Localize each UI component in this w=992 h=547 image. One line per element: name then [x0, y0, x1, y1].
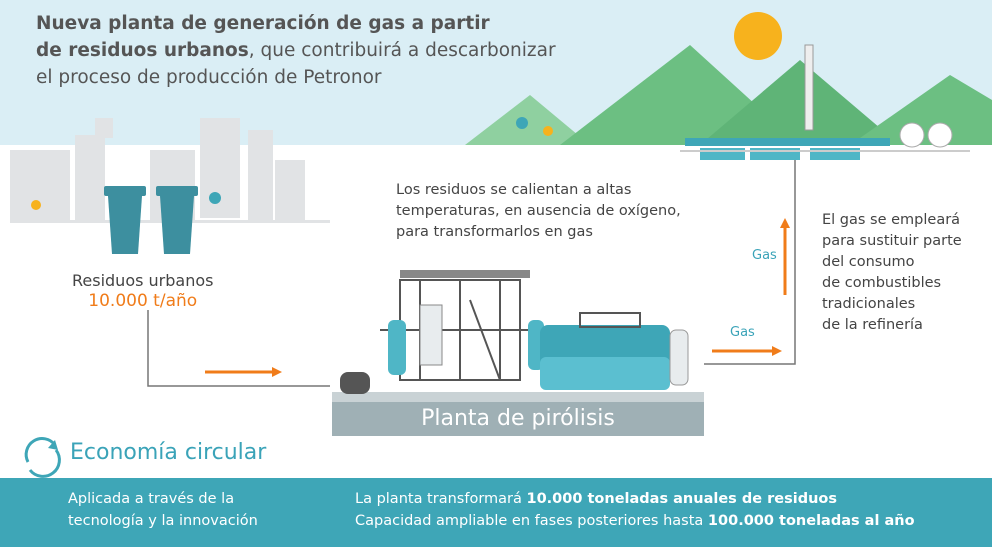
headline: Nueva planta de generación de gas a part… [36, 10, 616, 91]
process-note-line: Los residuos se calientan a altas [396, 182, 632, 198]
city-buildings [10, 118, 305, 220]
circular-economy-icon [24, 437, 61, 478]
waste-info: Residuos urbanos 10.000 t/año [72, 270, 213, 312]
pyrolysis-plant [332, 270, 704, 404]
circular-subtitle-line: tecnología y la innovación [68, 513, 258, 529]
circular-subtitle-line: Aplicada a través de la [68, 491, 235, 507]
info-band: Aplicada a través de la tecnología y la … [0, 478, 992, 547]
refinery-note-line: de combustibles [822, 275, 942, 291]
gas-label-horizontal: Gas [730, 325, 755, 340]
capacity-line-2-bold: 100.000 toneladas al año [707, 513, 915, 529]
refinery [680, 44, 970, 160]
capacity-line-1: La planta transformará [355, 491, 527, 507]
waste-label: Residuos urbanos [72, 271, 214, 290]
circular-economy-title: Economía circular [70, 440, 267, 465]
mountains [465, 45, 992, 145]
headline-bold: de residuos urbanos [36, 40, 249, 61]
waste-amount: 10.000 t/año [88, 291, 198, 311]
refinery-note-line: de la refinería [822, 317, 923, 333]
headline-line-1: Nueva planta de generación de gas a part… [36, 13, 490, 34]
capacity-line-2: Capacidad ampliable en fases posteriores… [355, 513, 708, 529]
waste-bins [104, 186, 198, 254]
flow-lines [147, 160, 796, 387]
refinery-note: El gas se empleará para sustituir parte … [822, 210, 962, 336]
capacity-info: La planta transformará 10.000 toneladas … [355, 488, 915, 532]
process-note-line: temperaturas, en ausencia de oxígeno, [396, 203, 681, 219]
circular-subtitle: Aplicada a través de la tecnología y la … [68, 488, 258, 532]
headline-line-2: , que contribuirá a descarbonizar [248, 40, 556, 61]
arrows [205, 218, 790, 377]
refinery-note-line: El gas se empleará [822, 212, 961, 228]
headline-line-3: el proceso de producción de Petronor [36, 67, 382, 88]
refinery-note-line: tradicionales [822, 296, 916, 312]
capacity-line-1-bold: 10.000 toneladas anuales de residuos [526, 491, 838, 507]
process-note-line: para transformarlos en gas [396, 224, 593, 240]
refinery-note-line: para sustituir parte [822, 233, 962, 249]
gas-label-vertical: Gas [752, 248, 777, 263]
sun-icon [734, 12, 782, 60]
refinery-note-line: del consumo [822, 254, 915, 270]
process-note: Los residuos se calientan a altas temper… [396, 180, 681, 243]
plant-label: Planta de pirólisis [332, 402, 704, 436]
